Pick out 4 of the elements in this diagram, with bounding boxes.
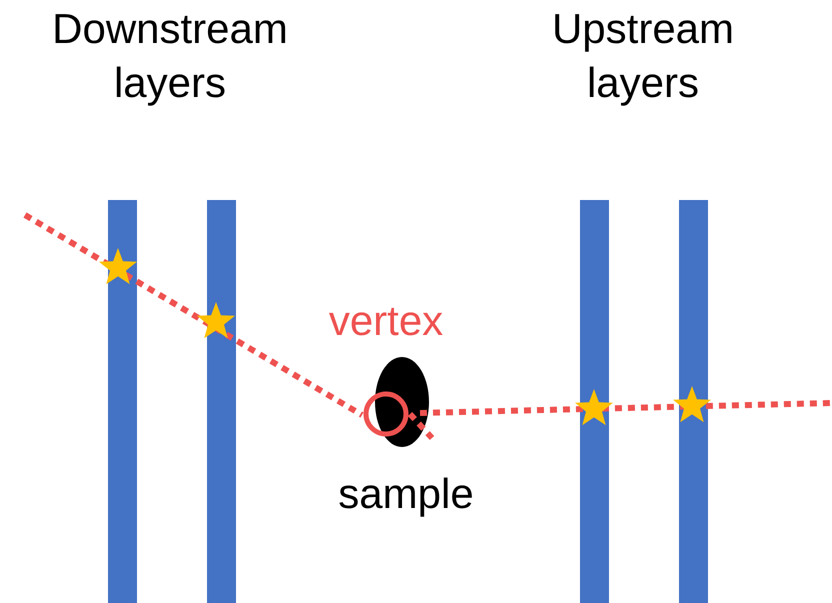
text-label: vertex xyxy=(328,296,444,346)
text-label: Downstream layers xyxy=(51,4,289,108)
text-label: sample xyxy=(337,469,475,519)
text-label: Upstream layers xyxy=(550,4,736,108)
